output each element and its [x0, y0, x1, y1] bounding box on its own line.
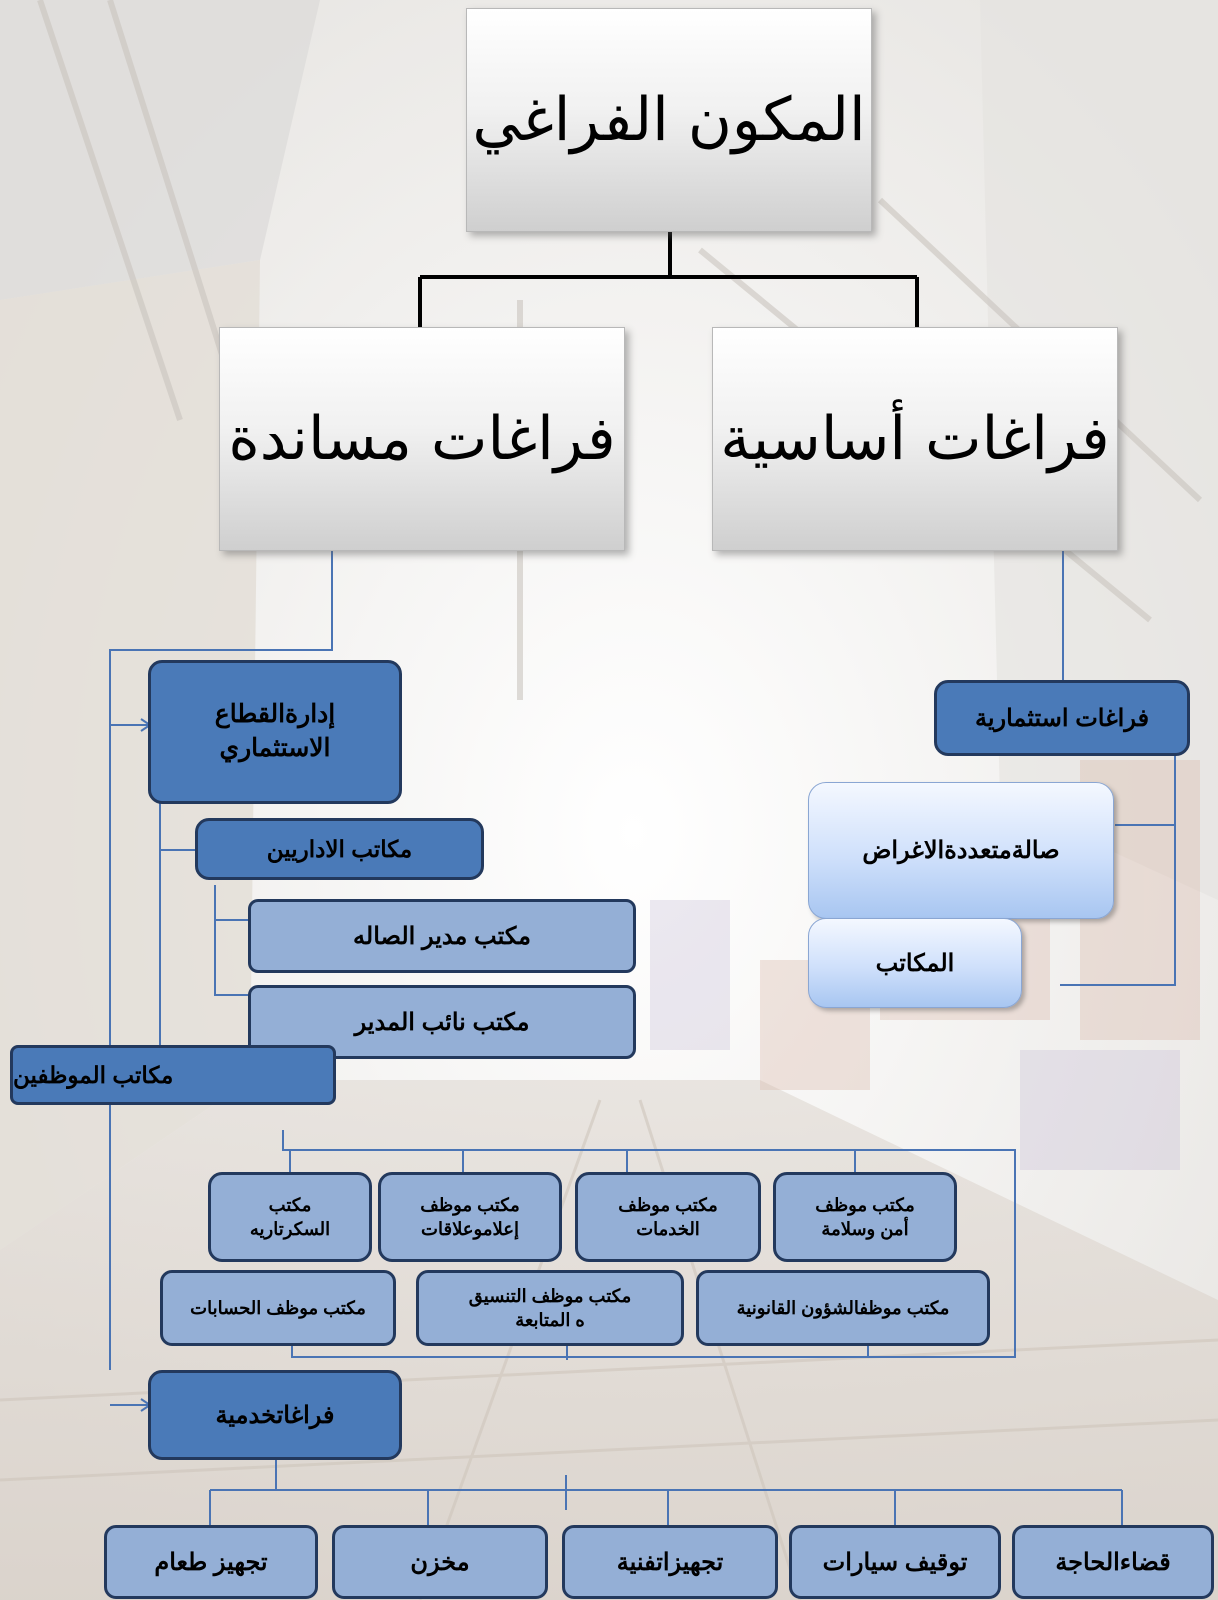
- staff-office-safety-node: مكتب موظف أمن وسلامة: [773, 1172, 957, 1262]
- staff-office-secretary-node: مكتب السكرتاريه: [208, 1172, 372, 1262]
- support-spaces-label: فراغات مساندة: [228, 404, 616, 474]
- staff-office-accounts-line1: مكتب موظف الحسابات: [190, 1297, 366, 1318]
- service-food-prep-label: تجهيز طعام: [154, 1548, 268, 1576]
- primary-spaces-node: فراغات أساسية: [712, 327, 1118, 551]
- staff-office-secretary-line1: مكتب: [268, 1194, 312, 1215]
- service-technical-label: تجهيزاتفنية: [616, 1548, 724, 1576]
- service-spaces-label: فراغاتخدمية: [215, 1401, 335, 1429]
- root-node-label: المكون الفراغي: [472, 85, 866, 155]
- service-technical-node: تجهيزاتفنية: [562, 1525, 778, 1599]
- service-storage-node: مخزن: [332, 1525, 548, 1599]
- hall-manager-office-label: مكتب مدير الصاله: [353, 922, 531, 950]
- root-node: المكون الفراغي: [466, 8, 872, 232]
- staff-office-legal-line1: مكتب موظفالشؤون القانونية: [736, 1297, 950, 1318]
- primary-spaces-label: فراغات أساسية: [720, 404, 1110, 474]
- support-spaces-node: فراغات مساندة: [219, 327, 625, 551]
- staff-office-coordination-line1: مكتب موظف التنسيق: [468, 1285, 632, 1306]
- staff-office-coordination-node: مكتب موظف التنسيق ه المتابعة: [416, 1270, 684, 1346]
- staff-office-safety-line2: أمن وسلامة: [821, 1219, 909, 1239]
- service-parking-label: توقيف سيارات: [822, 1548, 968, 1576]
- investment-spaces-label: فراغات استثمارية: [974, 704, 1150, 732]
- deputy-manager-office-label: مكتب نائب المدير: [354, 1008, 530, 1036]
- staff-office-media-line2: إعلاموعلاقات: [421, 1219, 519, 1239]
- hall-manager-office-node: مكتب مدير الصاله: [248, 899, 636, 973]
- investment-admin-node: إدارةالقطاع الاستثماري: [148, 660, 402, 804]
- investment-spaces-node: فراغات استثمارية: [934, 680, 1190, 756]
- service-parking-node: توقيف سيارات: [789, 1525, 1001, 1599]
- service-restrooms-node: قضاءالحاجة: [1012, 1525, 1214, 1599]
- service-restrooms-label: قضاءالحاجة: [1055, 1548, 1171, 1576]
- staff-offices-label: مكاتب الموظفين: [13, 1061, 174, 1088]
- staff-office-legal-node: مكتب موظفالشؤون القانونية: [696, 1270, 990, 1346]
- investment-admin-label-line1: إدارةالقطاع: [214, 700, 336, 729]
- admins-offices-node: مكاتب الاداريين: [195, 818, 484, 880]
- investment-admin-label-line2: الاستثماري: [219, 734, 331, 762]
- staff-office-services-line2: الخدمات: [636, 1219, 700, 1239]
- staff-office-coordination-line2: ه المتابعة: [515, 1310, 585, 1330]
- staff-office-accounts-node: مكتب موظف الحسابات: [160, 1270, 396, 1346]
- offices-node: المكاتب: [808, 918, 1022, 1008]
- offices-label: المكاتب: [875, 949, 955, 977]
- staff-offices-node: مكاتب الموظفين: [10, 1045, 336, 1105]
- service-food-prep-node: تجهيز طعام: [104, 1525, 318, 1599]
- service-spaces-node: فراغاتخدمية: [148, 1370, 402, 1460]
- staff-office-media-line1: مكتب موظف: [420, 1194, 520, 1215]
- staff-office-secretary-line2: السكرتاريه: [249, 1219, 331, 1239]
- staff-office-services-line1: مكتب موظف: [618, 1194, 718, 1215]
- staff-office-safety-line1: مكتب موظف: [815, 1194, 915, 1215]
- staff-office-media-node: مكتب موظف إعلاموعلاقات: [378, 1172, 562, 1262]
- service-storage-label: مخزن: [410, 1548, 470, 1576]
- multipurpose-hall-label: صالةمتعددةالاغراض: [862, 837, 1060, 864]
- multipurpose-hall-node: صالةمتعددةالاغراض: [808, 782, 1114, 919]
- staff-office-services-node: مكتب موظف الخدمات: [575, 1172, 761, 1262]
- admins-offices-label: مكاتب الاداريين: [266, 835, 413, 862]
